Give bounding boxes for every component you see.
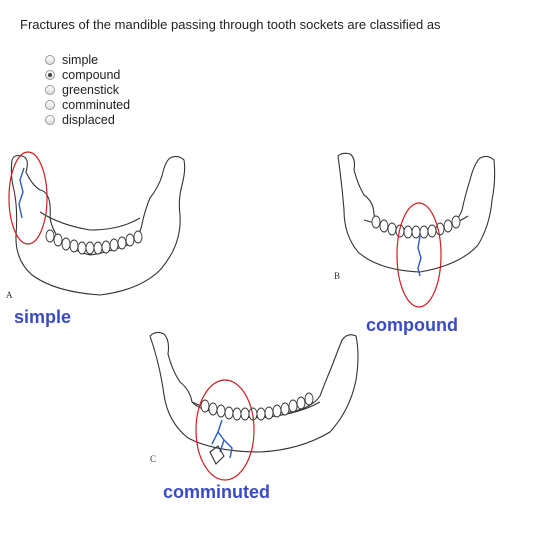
option-greenstick[interactable]: greenstick [45, 82, 130, 97]
option-label: simple [62, 52, 99, 67]
mandible-b [337, 152, 496, 273]
mandible-fracture-figure: A B C simple compound comminuted [0, 140, 533, 547]
bone-fragment-c [209, 445, 225, 465]
radio-button[interactable] [45, 99, 55, 110]
option-compound[interactable]: compound [45, 67, 130, 82]
option-label: displaced [62, 112, 115, 127]
highlight-circle-a [8, 151, 48, 245]
radio-button[interactable] [45, 54, 55, 65]
option-displaced[interactable]: displaced [45, 112, 130, 127]
panel-letter-a: A [6, 290, 13, 300]
caption-comminuted: comminuted [163, 482, 271, 502]
caption-simple: simple [14, 307, 72, 327]
option-comminuted[interactable]: comminuted [45, 97, 130, 112]
panel-letter-b: B [334, 271, 341, 281]
panel-letter-c: C [150, 454, 157, 464]
caption-compound: compound [366, 315, 458, 335]
fracture-line-b [417, 235, 422, 277]
highlight-circle-c [195, 379, 255, 481]
mandible-a [10, 154, 186, 296]
teeth-c [200, 392, 314, 421]
highlight-circle-b [396, 202, 442, 308]
teeth-a [45, 229, 143, 255]
radio-button[interactable] [45, 69, 55, 80]
answer-options: simple compound greenstick comminuted di… [45, 52, 130, 127]
question-text: Fractures of the mandible passing throug… [20, 17, 441, 32]
radio-button[interactable] [45, 84, 55, 95]
option-simple[interactable]: simple [45, 52, 130, 67]
fracture-line-c [211, 419, 233, 459]
option-label: comminuted [62, 97, 131, 112]
radio-button[interactable] [45, 114, 55, 125]
teeth-b [371, 215, 461, 239]
fracture-line-a [18, 167, 25, 219]
option-label: compound [62, 67, 121, 82]
option-label: greenstick [62, 82, 119, 97]
fracture-illustration [8, 151, 496, 481]
